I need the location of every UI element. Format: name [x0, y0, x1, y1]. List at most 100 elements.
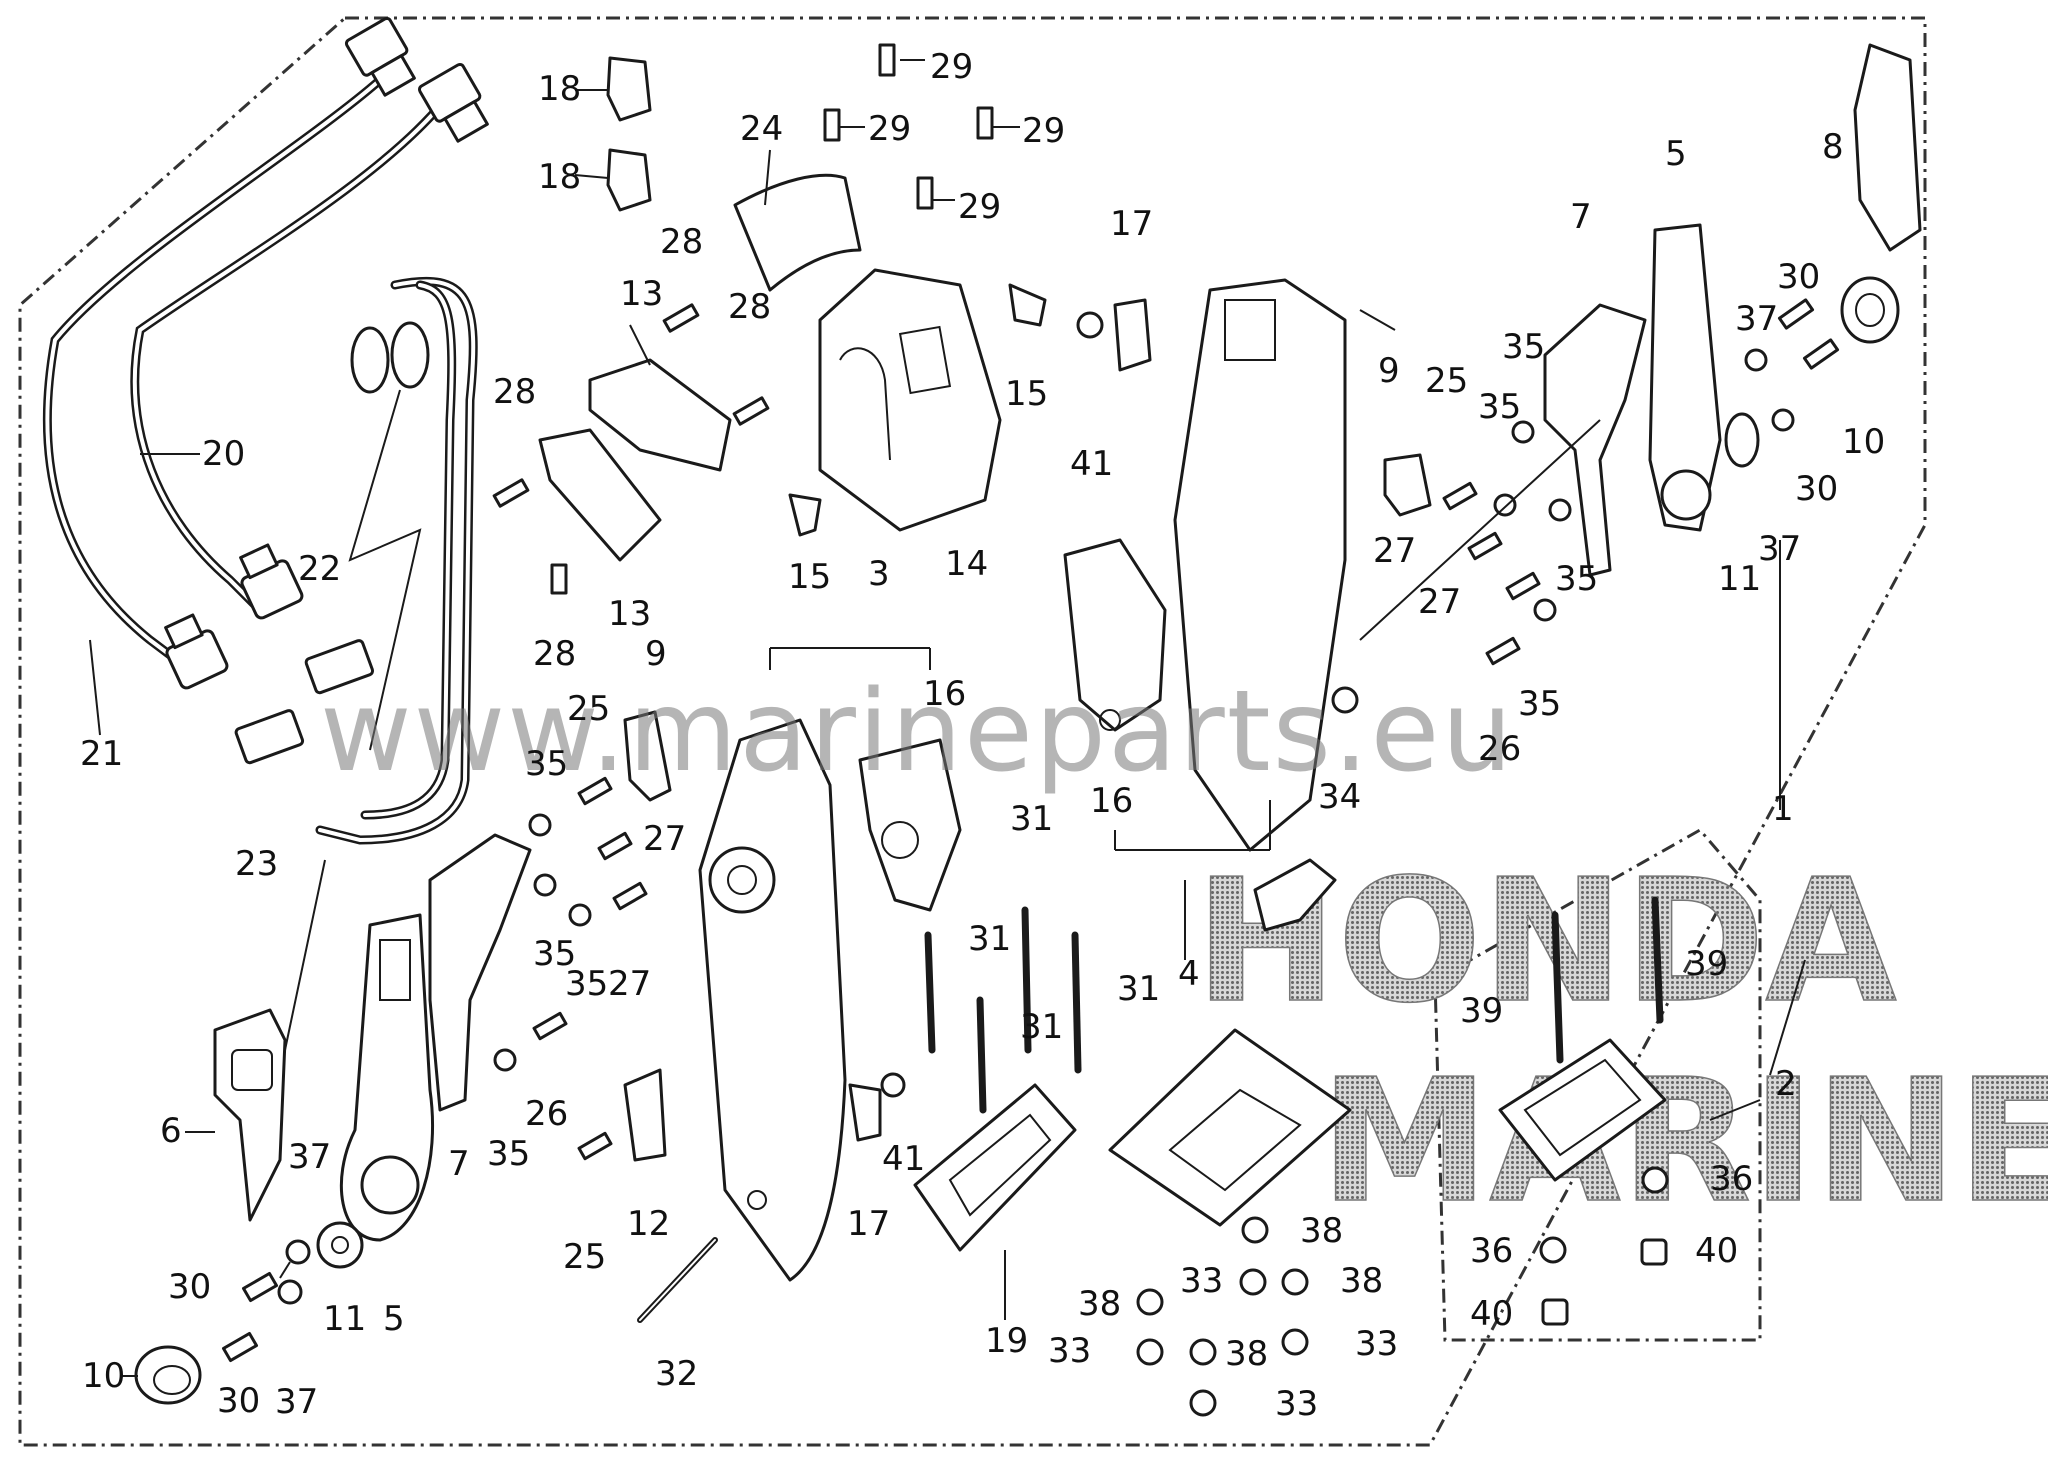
callout-19: 19: [985, 1321, 1028, 1361]
callout-14: 14: [945, 544, 988, 584]
callout-10-left: 10: [82, 1356, 125, 1396]
callout-21: 21: [80, 734, 123, 774]
callout-18-bottom: 18: [538, 157, 581, 197]
callout-15-top: 15: [1005, 374, 1048, 414]
callout-26-left: 26: [525, 1094, 568, 1134]
callout-17-top: 17: [1110, 204, 1153, 244]
callout-8: 8: [1822, 127, 1844, 167]
top-center-group: [492, 43, 1152, 595]
callout-28-c: 28: [493, 372, 536, 412]
callout-37-left-b: 37: [275, 1382, 318, 1422]
callout-25-right: 25: [1425, 361, 1468, 401]
callout-38-d: 38: [1225, 1334, 1268, 1374]
callout-36-b: 36: [1470, 1231, 1513, 1271]
callout-27-right-a: 27: [1373, 531, 1416, 571]
callout-33-a: 33: [1180, 1261, 1223, 1301]
callout-18-top: 18: [538, 69, 581, 109]
callout-20: 20: [202, 434, 245, 474]
callout-33-c: 33: [1355, 1324, 1398, 1364]
callout-3: 3: [868, 554, 890, 594]
callout-2: 2: [1775, 1064, 1797, 1104]
assembly-border: [18, 16, 1927, 1447]
callout-1: 1: [1772, 789, 1794, 829]
callout-28-b: 28: [728, 287, 771, 327]
cable-harness-group: [42, 16, 489, 1051]
fasteners-left: [493, 710, 672, 1162]
callout-35-left-b: 35: [533, 934, 576, 974]
callout-29-b: 29: [868, 109, 911, 149]
callout-23: 23: [235, 844, 278, 884]
callout-26-right: 26: [1478, 729, 1521, 769]
callout-5-left: 5: [383, 1299, 405, 1339]
callout-41-top: 41: [1070, 444, 1113, 484]
callout-30-right-b: 30: [1795, 469, 1838, 509]
callout-36-a: 36: [1710, 1159, 1753, 1199]
callout-13-top: 13: [620, 274, 663, 314]
right-housing-group: [1063, 278, 1396, 932]
callout-10-right: 10: [1842, 422, 1885, 462]
callout-31-c: 31: [1117, 969, 1160, 1009]
callout-27-left-b: 27: [608, 964, 651, 1004]
callout-30-left-a: 30: [168, 1267, 211, 1307]
callout-37-left-a: 37: [288, 1137, 331, 1177]
right-lever-group: [1383, 43, 1922, 666]
leader-lines: [89, 59, 1806, 1377]
watermark-text: www.marineparts.eu: [320, 667, 1514, 797]
callout-6: 6: [160, 1111, 182, 1151]
callout-15-bottom: 15: [788, 557, 831, 597]
callout-31-a: 31: [1010, 799, 1053, 839]
callout-27-left-a: 27: [643, 819, 686, 859]
callout-40-a: 40: [1695, 1231, 1738, 1271]
honda-marine-logo: HONDA MARINE: [1194, 842, 2048, 1242]
callout-38-c: 38: [1078, 1284, 1121, 1324]
callout-16-right: 16: [1090, 781, 1133, 821]
callout-38-a: 38: [1300, 1211, 1343, 1251]
callout-35-right-a: 35: [1502, 327, 1545, 367]
callout-39-right: 39: [1685, 944, 1728, 984]
callout-29-d: 29: [958, 187, 1001, 227]
callout-29-c: 29: [1022, 111, 1065, 151]
bottom-plates-group: [913, 896, 1669, 1417]
callout-13-bottom: 13: [608, 594, 651, 634]
callout-31-d: 31: [1020, 1007, 1063, 1047]
callout-17-bottom: 17: [847, 1204, 890, 1244]
callout-41-bottom: 41: [882, 1139, 925, 1179]
callout-38-b: 38: [1340, 1261, 1383, 1301]
callout-34: 34: [1318, 777, 1361, 817]
callout-7-right: 7: [1570, 197, 1592, 237]
callout-35-right-c: 35: [1555, 559, 1598, 599]
callout-37-right-b: 37: [1758, 529, 1801, 569]
callout-33-b: 33: [1048, 1331, 1091, 1371]
callout-35-right-d: 35: [1518, 684, 1561, 724]
left-lever-group: [134, 833, 532, 1405]
callout-24: 24: [740, 109, 783, 149]
callout-35-left-c: 35: [565, 964, 608, 1004]
callout-37-right-a: 37: [1735, 299, 1778, 339]
callout-9-left: 9: [645, 634, 667, 674]
callout-32: 32: [655, 1354, 698, 1394]
callout-11-left: 11: [323, 1299, 366, 1339]
brand-line-2: MARINE: [1320, 1043, 2048, 1241]
callout-27-right-b: 27: [1418, 582, 1461, 622]
callout-40-b: 40: [1470, 1294, 1513, 1334]
callout-9-right: 9: [1378, 351, 1400, 391]
callout-30-left-b: 30: [217, 1381, 260, 1421]
callout-29-a: 29: [930, 47, 973, 87]
callout-16-center: 16: [923, 674, 966, 714]
callout-28-d: 28: [533, 634, 576, 674]
callout-5-right: 5: [1665, 134, 1687, 174]
callout-11-right: 11: [1718, 559, 1761, 599]
callout-35-left-d: 35: [487, 1134, 530, 1174]
callout-33-d: 33: [1275, 1384, 1318, 1424]
callout-31-b: 31: [968, 919, 1011, 959]
callout-4: 4: [1178, 954, 1200, 994]
callout-35-right-b: 35: [1478, 387, 1521, 427]
callout-25-bottom: 25: [563, 1237, 606, 1277]
callout-12: 12: [627, 1204, 670, 1244]
bracket-part-2: [1433, 828, 1762, 1342]
callout-30-right-a: 30: [1777, 257, 1820, 297]
callout-labels: 1 2 3 4 5 5 6 7 7 8 9 9 10 10 11 11 12 1…: [80, 47, 1885, 1424]
callout-7-left: 7: [448, 1144, 470, 1184]
